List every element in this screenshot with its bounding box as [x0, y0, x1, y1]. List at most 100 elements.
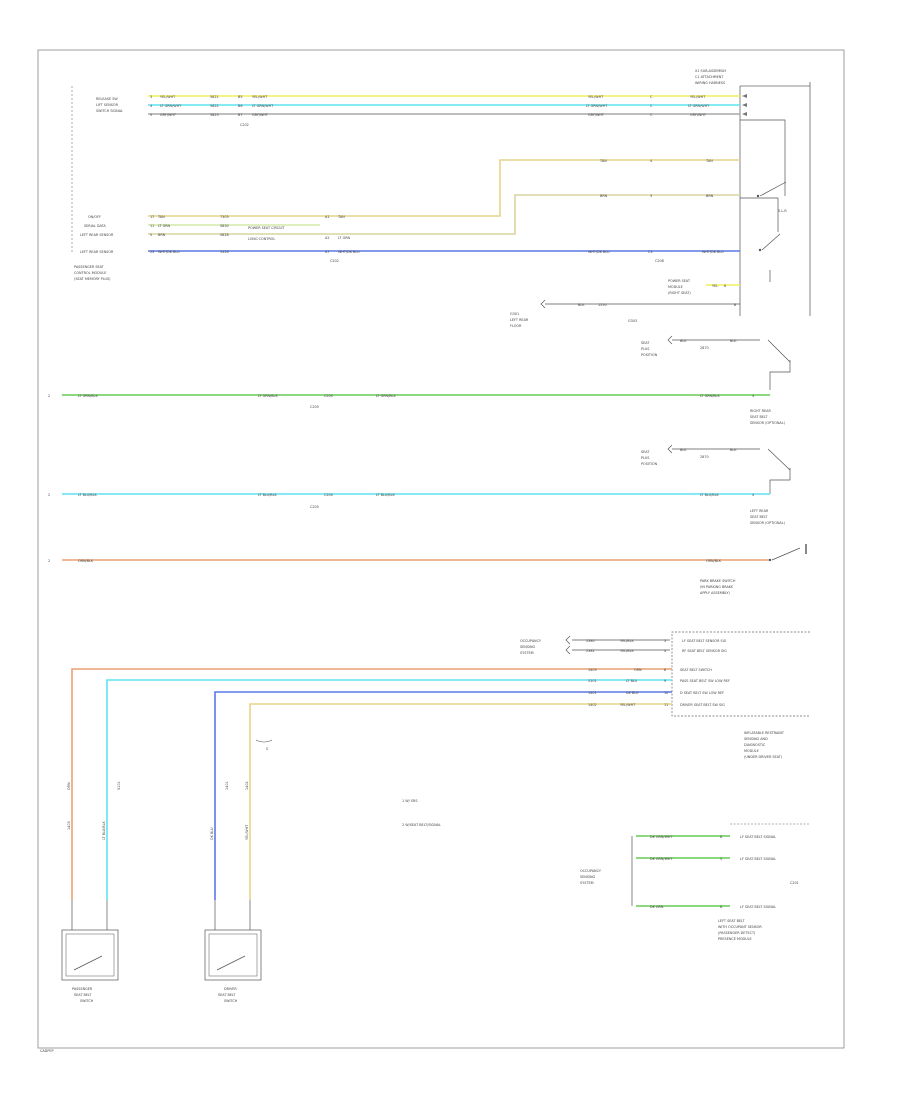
driver-switch-1: DRIVER: [224, 987, 237, 991]
ctrl-row4-wire: WHT/DK BLU: [158, 250, 180, 254]
occ-row1-ckt: 2380: [586, 639, 595, 643]
ctrl-row3-midpin: A2: [325, 236, 329, 240]
occ-row1-pin: 3: [664, 639, 666, 643]
ground-label-2: LEFT REAR: [510, 318, 529, 322]
brn-mid: BRN: [600, 194, 608, 198]
occ-top-3: SYSTEM: [520, 651, 534, 655]
driver-switch-2: SEAT BELT: [218, 993, 236, 997]
park-switch-contact: [768, 558, 772, 562]
green-ref: C205: [310, 405, 319, 409]
switch-blade-1: [759, 181, 787, 197]
ctrl-module-3: (SEAT MEMORY PLUS): [74, 277, 111, 281]
blue-right-ckt: C3: [648, 250, 653, 254]
steer-row3-pin: 5: [150, 113, 152, 117]
rr-sw-3: SENSOR (OPTIONAL): [750, 421, 786, 425]
bus4-pin: 11: [664, 703, 668, 707]
occ-block-3: SYSTEM: [580, 881, 594, 885]
ctrl-row2-wire: LT GRN: [158, 224, 171, 228]
driver-switch-box: [204, 929, 262, 981]
ctrl-label-3: LEFT REAR SENSOR: [80, 233, 114, 237]
lf3-desc: LF SEAT BELT SIGNAL: [740, 905, 776, 909]
orange-left: ORN/BLK: [78, 559, 94, 563]
rr-top-2: PLUS: [641, 347, 649, 351]
lr-top-1: SEAT: [641, 450, 650, 454]
bus3-ckt: 1401: [588, 691, 597, 695]
ctrl-row3-midwire: LT GRN: [338, 236, 351, 240]
marker-b: 2: [48, 493, 50, 497]
steer-row1-midwire: YEL/WHT: [252, 95, 268, 99]
left-conn: C201: [790, 881, 799, 885]
lr-top-w1: BLK: [680, 448, 687, 452]
blue-right-wire2: WHT/DK BLU: [702, 250, 724, 254]
ground-ckt: 1550: [598, 303, 607, 307]
bus2-ckt: 5101: [588, 679, 597, 683]
lr-top-ground: [667, 444, 673, 454]
steer-row3-conn: C: [650, 113, 653, 117]
lr-top-w2: BLK: [730, 448, 737, 452]
driver-switch-3: SWITCH: [224, 999, 238, 1003]
park-switch-blade: [771, 547, 801, 561]
ground-ref: G303: [628, 319, 637, 323]
ctrl-row4-ckt: 5326: [220, 250, 229, 254]
vblue-wire: DK BLU: [210, 827, 214, 840]
park-switch-1: PARK BRAKE SWITCH: [700, 579, 736, 583]
cyan-left: LT BLU/BLK: [78, 493, 97, 497]
steer-row2-right2: LT GRN/WHT: [688, 104, 710, 108]
blue-right-wire: WHT/DK BLU: [588, 250, 610, 254]
lr-sw-2: SEAT BELT: [750, 515, 768, 519]
ctrl-row4-midwire: WHT/DK BLU: [338, 250, 360, 254]
passenger-switch-3: SWITCH: [80, 999, 94, 1003]
cyan-pin: 4: [752, 493, 754, 497]
passenger-switch-blade: [73, 955, 103, 971]
bus2-desc: PASS SEAT BELT SW LOW REF: [680, 679, 730, 683]
module-bracket: [671, 631, 810, 717]
lr-sw-3: SENSOR (OPTIONAL): [750, 521, 786, 525]
module-right-1: INFLATABLE RESTRAINT: [744, 731, 785, 735]
ctrl-module-1: PASSENGER SEAT: [74, 265, 105, 269]
passenger-switch-box: [61, 929, 119, 981]
bus4-wire: YEL/WHT: [620, 703, 636, 707]
wire-arrow-1: [742, 94, 747, 98]
occ-ground-1: [565, 635, 571, 645]
occ-row1-desc: LF SEAT BELT SENSOR SIG: [682, 639, 727, 643]
diagram-frame: [37, 49, 845, 1049]
brn-right: BRN: [706, 194, 714, 198]
bus1-wire: ORN: [634, 668, 642, 672]
switch-label-right: S-L-R: [778, 209, 787, 213]
steer-row1-wire: YEL/WHT: [160, 95, 176, 99]
switch-contact-1: [756, 194, 760, 198]
green-mid1: LT GRN/BLK: [258, 394, 278, 398]
driver-switch-inner: [208, 933, 258, 977]
marker-c: 2: [48, 559, 50, 563]
rr-top-w1: BLK: [680, 339, 687, 343]
steer-group-3: SWITCH SIGNAL: [96, 109, 123, 113]
steer-group-2: LIFT SENSOR: [96, 103, 119, 107]
green-conn: C204: [324, 394, 333, 398]
steer-row3-mid: B7: [238, 113, 242, 117]
ground-symbol: [540, 299, 546, 309]
park-switch-2: (IN PARKING BRAKE: [700, 585, 733, 589]
marker-a: 2: [48, 394, 50, 398]
switch2-feed: [740, 197, 779, 232]
lr-top-2: PLUS: [641, 456, 649, 460]
rr-top-ckt: 2870: [700, 346, 709, 350]
legend-1: 1 W/ SRS: [402, 799, 417, 803]
module-right-4: MODULE: [744, 749, 759, 753]
tan-pin: 4: [650, 159, 652, 163]
splice-2: LONG CONTROL: [248, 237, 275, 241]
vorange-wire: ORN: [67, 782, 71, 790]
ctrl-row4-pin: 23: [150, 250, 154, 254]
conn-title-line-2: C1 ATTACHMENT: [695, 75, 724, 79]
occ-block-2: SENSING: [580, 875, 596, 879]
ctrl-module-2: CONTROL MODULE: [74, 271, 106, 275]
lr-top-3: POSITION: [641, 462, 658, 466]
steer-row3-midwire: GRY/WHT: [252, 113, 269, 117]
wire-bus-cyan: [106, 679, 672, 900]
steer-group-1: RELEASE SW: [96, 97, 118, 101]
green-left: LT GRN/BLK: [78, 394, 98, 398]
lf2-pin: 5: [720, 857, 722, 861]
ctrl-label-2: SERIAL DATA: [84, 224, 106, 228]
tan-right: TAN: [705, 159, 713, 163]
bus1-pin: 8: [664, 668, 666, 672]
occ-module-1: LEFT SEAT BELT: [718, 919, 745, 923]
